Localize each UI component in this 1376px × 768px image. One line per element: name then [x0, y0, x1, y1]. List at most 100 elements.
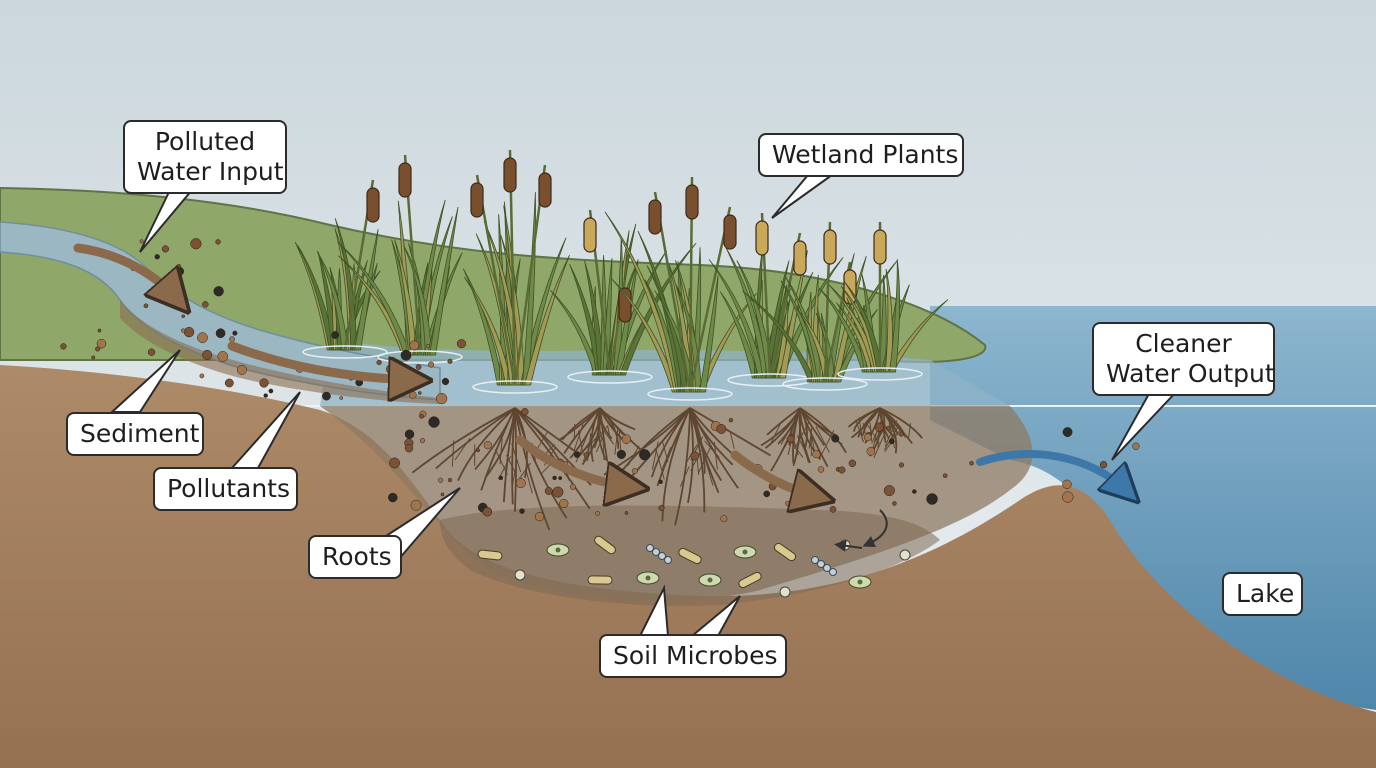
root-branch	[690, 450, 702, 472]
particle	[544, 487, 553, 495]
particle	[483, 441, 492, 450]
label-pollutants: Pollutants	[153, 467, 298, 511]
particle	[388, 492, 398, 503]
plant-clump	[294, 179, 388, 359]
water-ripple	[647, 387, 733, 401]
plant-leaf	[429, 206, 459, 356]
root-branch	[454, 437, 471, 461]
plant-leaf	[550, 290, 601, 376]
root-strand	[689, 407, 771, 457]
particle	[624, 511, 629, 515]
particle	[888, 438, 895, 445]
particle	[331, 331, 340, 339]
microbe-coccus	[811, 556, 819, 564]
microbe	[594, 535, 616, 555]
particle	[912, 489, 917, 494]
particle	[419, 438, 426, 444]
particle	[154, 254, 160, 260]
particle	[441, 377, 450, 386]
plant-leaf	[337, 241, 411, 356]
cattail-head	[723, 214, 737, 250]
plant-clump	[337, 154, 463, 364]
plant-leaf	[463, 276, 513, 386]
root-branch	[614, 429, 619, 455]
microbe-coccus	[664, 556, 672, 564]
particle	[569, 483, 576, 490]
root-branch	[713, 441, 718, 470]
particle	[147, 348, 156, 356]
root-branch	[519, 462, 532, 479]
particle	[224, 378, 234, 388]
particle	[498, 475, 503, 481]
root-branch	[618, 428, 622, 452]
plant-leaf	[519, 237, 567, 386]
microbe	[899, 549, 911, 561]
particle	[376, 359, 382, 366]
root-strand	[674, 407, 691, 526]
channel-flow-arrow	[227, 341, 415, 380]
particle	[440, 492, 445, 497]
particle	[720, 515, 728, 523]
label-polluted-line-1: Polluted	[154, 127, 256, 156]
microbe	[646, 544, 672, 564]
particle	[199, 373, 205, 379]
root-strand	[590, 407, 601, 462]
microbe-small-arrow	[862, 509, 888, 548]
label-soil-microbes: Soil Microbes	[599, 634, 787, 678]
label-roots: Roots	[308, 535, 402, 579]
root-zone-flow-arrow-1	[515, 435, 632, 487]
particle	[181, 314, 185, 318]
particle	[829, 505, 837, 513]
particle	[259, 378, 269, 388]
plant-leaf	[462, 268, 504, 386]
microbe-nucleus	[707, 577, 713, 583]
particle	[521, 408, 529, 416]
label-cleaner-line-1: Cleaner	[1135, 329, 1232, 358]
particle	[456, 339, 467, 349]
particle	[926, 493, 938, 505]
particle	[428, 416, 440, 428]
particle	[322, 391, 331, 401]
label-sediment-text: Sediment	[80, 419, 200, 448]
particle	[1062, 427, 1073, 437]
root-strand	[689, 407, 723, 482]
water-ripple	[837, 367, 923, 381]
label-cleaner-line-2: Water Output	[1106, 359, 1275, 388]
particle	[447, 358, 453, 364]
plant-leaf	[719, 291, 759, 379]
root-strand	[599, 407, 636, 431]
root-branch	[799, 433, 809, 463]
microbe-coccus	[817, 560, 825, 568]
plant-clump	[604, 176, 757, 401]
plant-leaf	[886, 299, 949, 373]
microbe	[733, 545, 757, 559]
particle	[91, 355, 96, 360]
microbe-nucleus	[555, 547, 561, 553]
cattail-head	[873, 229, 887, 265]
particle	[786, 434, 795, 443]
label-soil-microbes-text: Soil Microbes	[613, 641, 778, 670]
root-strand	[861, 407, 881, 436]
microbe	[779, 586, 791, 598]
root-branch	[498, 455, 512, 480]
root-branch	[697, 447, 711, 474]
root-branch	[769, 421, 782, 446]
label-sediment: Sediment	[66, 412, 204, 456]
particle	[1062, 479, 1072, 489]
particle	[558, 476, 563, 480]
particle	[892, 501, 897, 506]
particle	[415, 364, 422, 370]
particle	[942, 473, 948, 478]
label-polluted-line-2: Water Input	[137, 157, 284, 186]
particle	[229, 336, 235, 343]
particle	[197, 332, 208, 343]
microbe-rod	[773, 542, 797, 562]
cattail-head	[583, 217, 597, 253]
microbe-rod	[594, 535, 616, 555]
microbe-spot	[779, 586, 791, 598]
particle	[631, 468, 638, 475]
root-strand	[514, 407, 568, 519]
particle	[583, 452, 590, 458]
particle	[728, 418, 734, 423]
